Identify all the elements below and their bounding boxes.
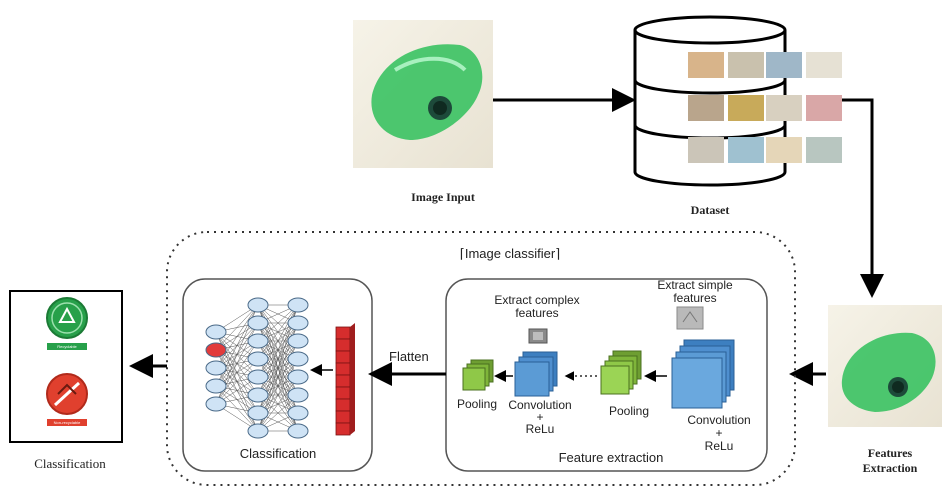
flatten-cell [335,338,351,352]
recycle-icon [46,297,88,339]
recyclable-badge [47,343,87,350]
pooling-left-label: Pooling [457,397,498,411]
non-recyclable-icon [46,373,88,415]
nn-node [287,351,309,367]
nn-node [247,351,269,367]
complex-feature-icon [528,328,548,344]
features-image [828,305,942,427]
nn-node [247,405,269,421]
arrow-dataset-to-features [842,98,884,298]
extract-simple-label-2: features [673,291,717,305]
nn-node [287,333,309,349]
nn-node [247,423,269,439]
convolution-right-relu: ReLu [704,439,734,453]
nn-node-highlighted [205,342,227,358]
nn-connection [257,394,299,432]
pooling-layer-right [600,350,642,395]
input-image [353,20,493,168]
nn-node [247,297,269,313]
extract-complex-label-1: Extract complex [494,293,580,307]
flatten-vector [335,323,355,436]
flatten-vector-side [350,323,355,435]
dataset-thumbnails [688,52,842,163]
convolution-left-label: Convolution [508,398,572,412]
extract-simple-label-1: Extract simple [657,278,733,292]
nn-node [205,324,227,340]
pooling-layer-left [462,359,494,391]
image-classifier-title: ⌈Image classifier⌉ [459,246,561,261]
nn-connection [257,376,299,432]
nn-connection [215,304,259,351]
flatten-cell [335,326,351,340]
flatten-cell [335,362,351,376]
nn-connection [215,340,259,405]
convolution-right-plus: + [715,426,723,440]
non-recyclable-badge-text: Non-recyclable [53,420,81,425]
pooling-right-label: Pooling [609,404,650,418]
image-classifier-container [166,231,796,486]
convolution-left-plus: + [536,410,544,424]
flatten-cell [335,398,351,412]
nn-node [287,315,309,331]
recyclable-badge-text: Recyclable [57,344,77,349]
nn-connection [257,304,299,342]
convolution-right-label: Convolution [687,413,751,427]
convolution-left-relu: ReLu [525,422,555,436]
image-input-label: Image Input [411,190,475,204]
nn-node [205,378,227,394]
flatten-label: Flatten [389,349,429,364]
flatten-cell [335,374,351,388]
nn-node [247,387,269,403]
non-recyclable-badge [47,419,87,426]
nn-node [287,369,309,385]
nn-node [247,369,269,385]
flatten-cell [335,422,351,436]
nn-node [247,333,269,349]
nn-connection [215,358,259,405]
dataset-label: Dataset [690,203,730,217]
nn-connection [257,304,299,378]
nn-connection [215,304,259,369]
classification-inner-label: Classification [239,446,317,461]
nn-node [287,387,309,403]
features-extraction-label-1: Features [867,446,913,460]
nn-connection [257,304,299,360]
flatten-cell [335,386,351,400]
feature-extraction-label: Feature extraction [558,450,664,465]
classification-output-label: Classification [34,456,106,471]
extract-complex-label-2: features [515,306,559,320]
neural-network [205,297,309,439]
flatten-cell [335,410,351,424]
nn-node [205,360,227,376]
features-extraction-label-2: Extraction [862,461,918,475]
nn-node [287,423,309,439]
nn-node [205,396,227,412]
image-classifier-label: Image classifier [464,246,556,261]
flatten-cell [335,350,351,364]
nn-connection [257,358,299,432]
nn-node [287,405,309,421]
conv-layer-left [514,351,558,397]
conv-layer-right [671,339,735,409]
simple-feature-icon [676,306,704,330]
nn-node [287,297,309,313]
nn-node [247,315,269,331]
